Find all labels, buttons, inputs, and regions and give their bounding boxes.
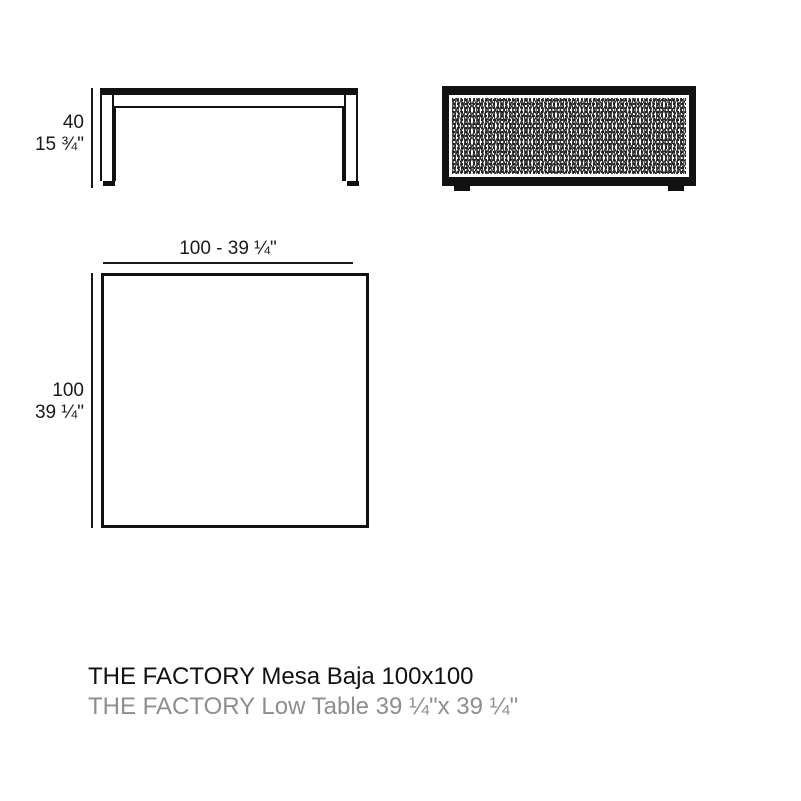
plan-view-square xyxy=(101,273,369,528)
table-leg-right xyxy=(344,95,359,186)
caption-title-spanish: THE FACTORY Mesa Baja 100x100 xyxy=(88,663,474,690)
leg-foot-right xyxy=(347,181,359,186)
under-apron-line xyxy=(114,106,344,108)
height-dimension-line xyxy=(91,88,93,188)
caption-title-english: THE FACTORY Low Table 39 ¼"x 39 ¼" xyxy=(88,693,519,720)
woven-mesh-texture xyxy=(452,98,686,174)
leg-inner-edge-right xyxy=(342,106,344,181)
tabletop-slab xyxy=(100,88,358,95)
width-dimension-label: 100 - 39 ¼" xyxy=(179,238,277,259)
table-leg-left xyxy=(100,95,115,186)
leg-inner-edge-left xyxy=(114,106,116,181)
side-elevation-view xyxy=(100,88,359,188)
depth-imperial-label: 39 ¼" xyxy=(34,402,84,423)
front-foot-left xyxy=(454,186,470,191)
depth-metric-label: 100 xyxy=(52,380,84,401)
leg-foot-left xyxy=(103,181,115,186)
mesh-panel-window xyxy=(449,95,689,177)
front-foot-right xyxy=(668,186,684,191)
width-dimension-line xyxy=(103,262,353,264)
front-elevation-view xyxy=(442,86,696,191)
depth-dimension-line xyxy=(91,273,93,528)
height-imperial-label: 15 ¾" xyxy=(34,134,84,155)
caption-block: THE FACTORY Mesa Baja 100x100 THE FACTOR… xyxy=(88,662,728,722)
height-metric-label: 40 xyxy=(62,112,84,133)
